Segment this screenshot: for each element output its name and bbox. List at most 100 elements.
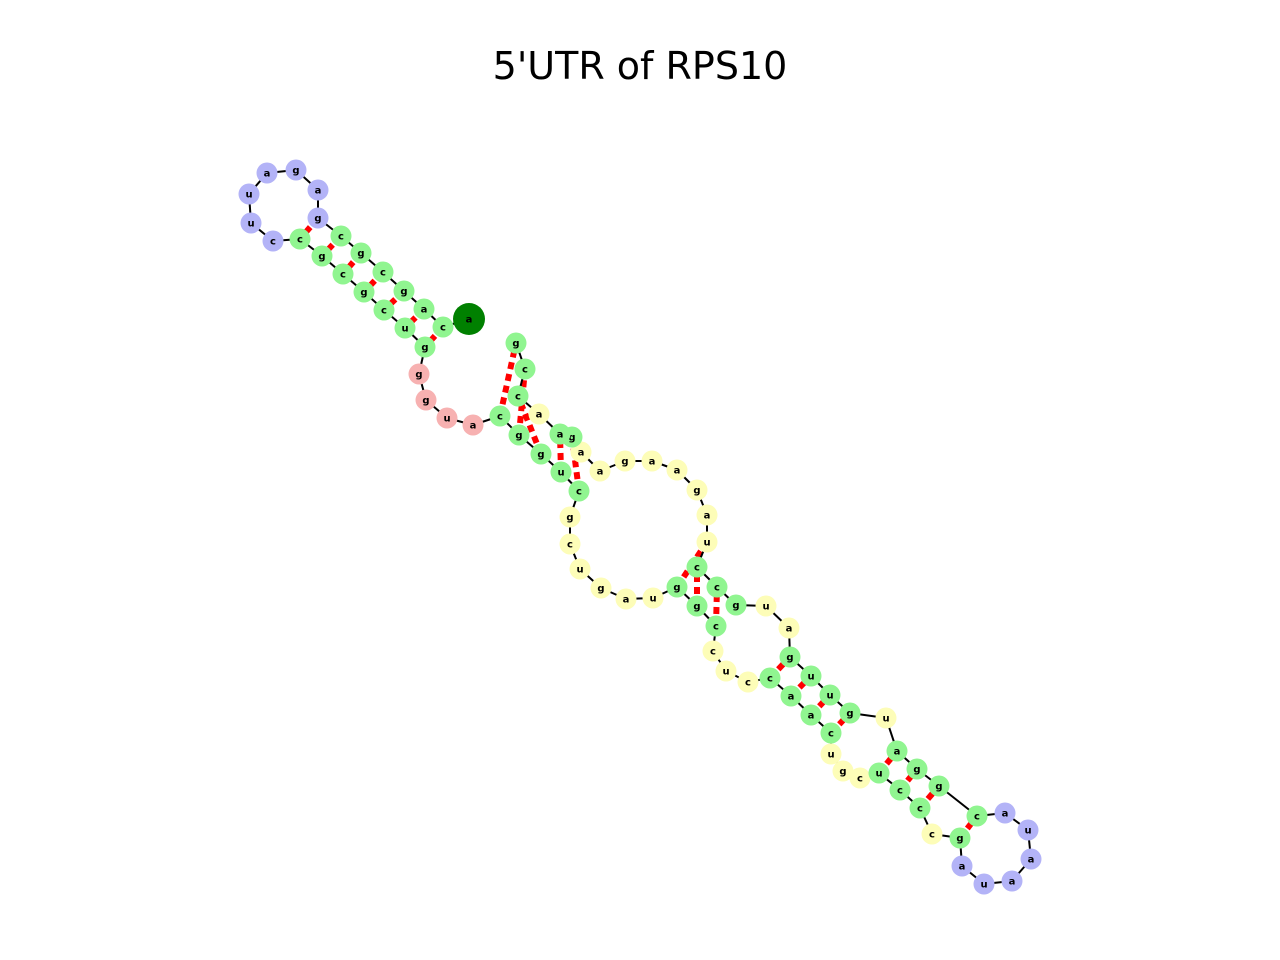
- nucleotide-base-label: u: [401, 324, 408, 335]
- nucleotide-circle: [779, 646, 801, 668]
- nucleotide-circle: [715, 660, 737, 682]
- nucleotide-circle: [696, 531, 718, 553]
- nucleotide-node: u: [875, 707, 897, 729]
- nucleotide-circle: [432, 316, 454, 338]
- nucleotide-node: g: [311, 245, 333, 267]
- nucleotide-base-label: c: [576, 487, 582, 498]
- nucleotide-node: a: [549, 423, 571, 445]
- nucleotide-circle: [737, 671, 759, 693]
- nucleotide-circle: [568, 480, 590, 502]
- nucleotide-base-label: c: [974, 812, 980, 823]
- nucleotide-circle: [528, 403, 550, 425]
- nucleotide-base-label: u: [703, 538, 710, 549]
- nucleotide-circle: [951, 855, 973, 877]
- nucleotide-base-label: g: [568, 433, 575, 444]
- nucleotide-node: u: [715, 660, 737, 682]
- nucleotide-circle: [408, 363, 430, 385]
- nucleotide-base-label: u: [875, 769, 882, 780]
- nucleotide-circle: [590, 577, 612, 599]
- nucleotide-circle: [453, 303, 485, 335]
- nucleotide-node: u: [868, 762, 890, 784]
- nucleotide-base-label: u: [247, 219, 254, 230]
- nucleotide-node: g: [415, 389, 437, 411]
- base-pair-bonds: [297, 216, 980, 840]
- nucleotide-circle: [414, 336, 436, 358]
- nucleotide-base-label: a: [704, 511, 711, 522]
- nucleotide-base-label: a: [597, 467, 604, 478]
- nucleotide-base-label: a: [788, 692, 795, 703]
- nucleotide-circle: [415, 389, 437, 411]
- nucleotide-base-label: c: [497, 412, 503, 423]
- nucleotide-base-label: c: [929, 830, 935, 841]
- nucleotide-base-label: a: [1009, 877, 1016, 888]
- nucleotide-base-label: g: [566, 513, 573, 524]
- nucleotide-base-label: g: [415, 370, 422, 381]
- nucleotide-circle: [705, 615, 727, 637]
- nucleotide-node: a: [462, 414, 484, 436]
- nucleotide-circle: [559, 533, 581, 555]
- nucleotide-node: a: [256, 162, 278, 184]
- nucleotide-node: c: [514, 358, 536, 380]
- nucleotide-circle: [1020, 848, 1042, 870]
- nucleotide-base-label: c: [340, 270, 346, 281]
- nucleotide-node: c: [820, 722, 842, 744]
- nucleotide-circle: [589, 460, 611, 482]
- nucleotide-base-label: c: [828, 729, 834, 740]
- nucleotide-circle: [393, 280, 415, 302]
- nucleotide-circle: [641, 450, 663, 472]
- nucleotide-base-label: g: [515, 431, 522, 442]
- nucleotide-circle: [949, 827, 971, 849]
- nucleotide-node: c: [889, 779, 911, 801]
- nucleotide-base-label: u: [649, 594, 656, 605]
- nucleotide-node: c: [706, 576, 728, 598]
- nucleotide-circle: [614, 450, 636, 472]
- nucleotide-node: u: [240, 212, 262, 234]
- nucleotide-base-label: u: [807, 672, 814, 683]
- nucleotide-node: u: [696, 531, 718, 553]
- nucleotide-base-label: a: [315, 186, 322, 197]
- nucleotide-circle: [706, 576, 728, 598]
- nucleotide-node: a: [666, 459, 688, 481]
- nucleotide-base-label: g: [360, 288, 367, 299]
- nucleotide-node: c: [559, 533, 581, 555]
- nucleotide-base-label: g: [956, 834, 963, 845]
- nucleotide-circle: [832, 760, 854, 782]
- nucleotide-node: g: [285, 159, 307, 181]
- nucleotide-base-label: u: [557, 468, 564, 479]
- nucleotide-node: u: [820, 743, 842, 765]
- nucleotide-base-label: c: [745, 678, 751, 689]
- nucleotide-circle: [994, 802, 1016, 824]
- nucleotide-base-label: g: [913, 765, 920, 776]
- nucleotide-node: c: [966, 805, 988, 827]
- nucleotide-circle: [909, 797, 931, 819]
- nucleotide-base-label: u: [826, 691, 833, 702]
- nucleotide-circle: [508, 424, 530, 446]
- nucleotide-circle: [307, 179, 329, 201]
- nucleotide-circle: [921, 823, 943, 845]
- nucleotide-base-label: a: [623, 595, 630, 606]
- nucleotide-base-label: a: [557, 430, 564, 441]
- nucleotide-node: c: [332, 263, 354, 285]
- nucleotide-node: c: [432, 316, 454, 338]
- nucleotide-base-label: c: [522, 365, 528, 376]
- base-pair-bond-7: [497, 342, 519, 417]
- nucleotide-circle: [642, 587, 664, 609]
- nucleotide-node: c: [921, 823, 943, 845]
- nucleotide-node: a: [778, 617, 800, 639]
- nucleotide-base-label: a: [1028, 855, 1035, 866]
- nucleotide-base-label: a: [959, 862, 966, 873]
- nucleotide-circle: [755, 595, 777, 617]
- nucleotide-node: c: [909, 797, 931, 819]
- nucleotide-node: g: [779, 646, 801, 668]
- nucleotide-node: c: [373, 299, 395, 321]
- base-pair-bond-11: [569, 436, 582, 492]
- nucleotide-base-label: g: [318, 252, 325, 263]
- nucleotide-circle: [702, 640, 724, 662]
- nucleotide-circle: [549, 423, 571, 445]
- nucleotide-base-label: c: [857, 774, 863, 785]
- nucleotide-base-label: g: [512, 339, 519, 350]
- nucleotide-base-label: c: [297, 235, 303, 246]
- nucleotide-node: a: [1020, 848, 1042, 870]
- nucleotide-node: g: [614, 450, 636, 472]
- nucleotide-node: u: [819, 684, 841, 706]
